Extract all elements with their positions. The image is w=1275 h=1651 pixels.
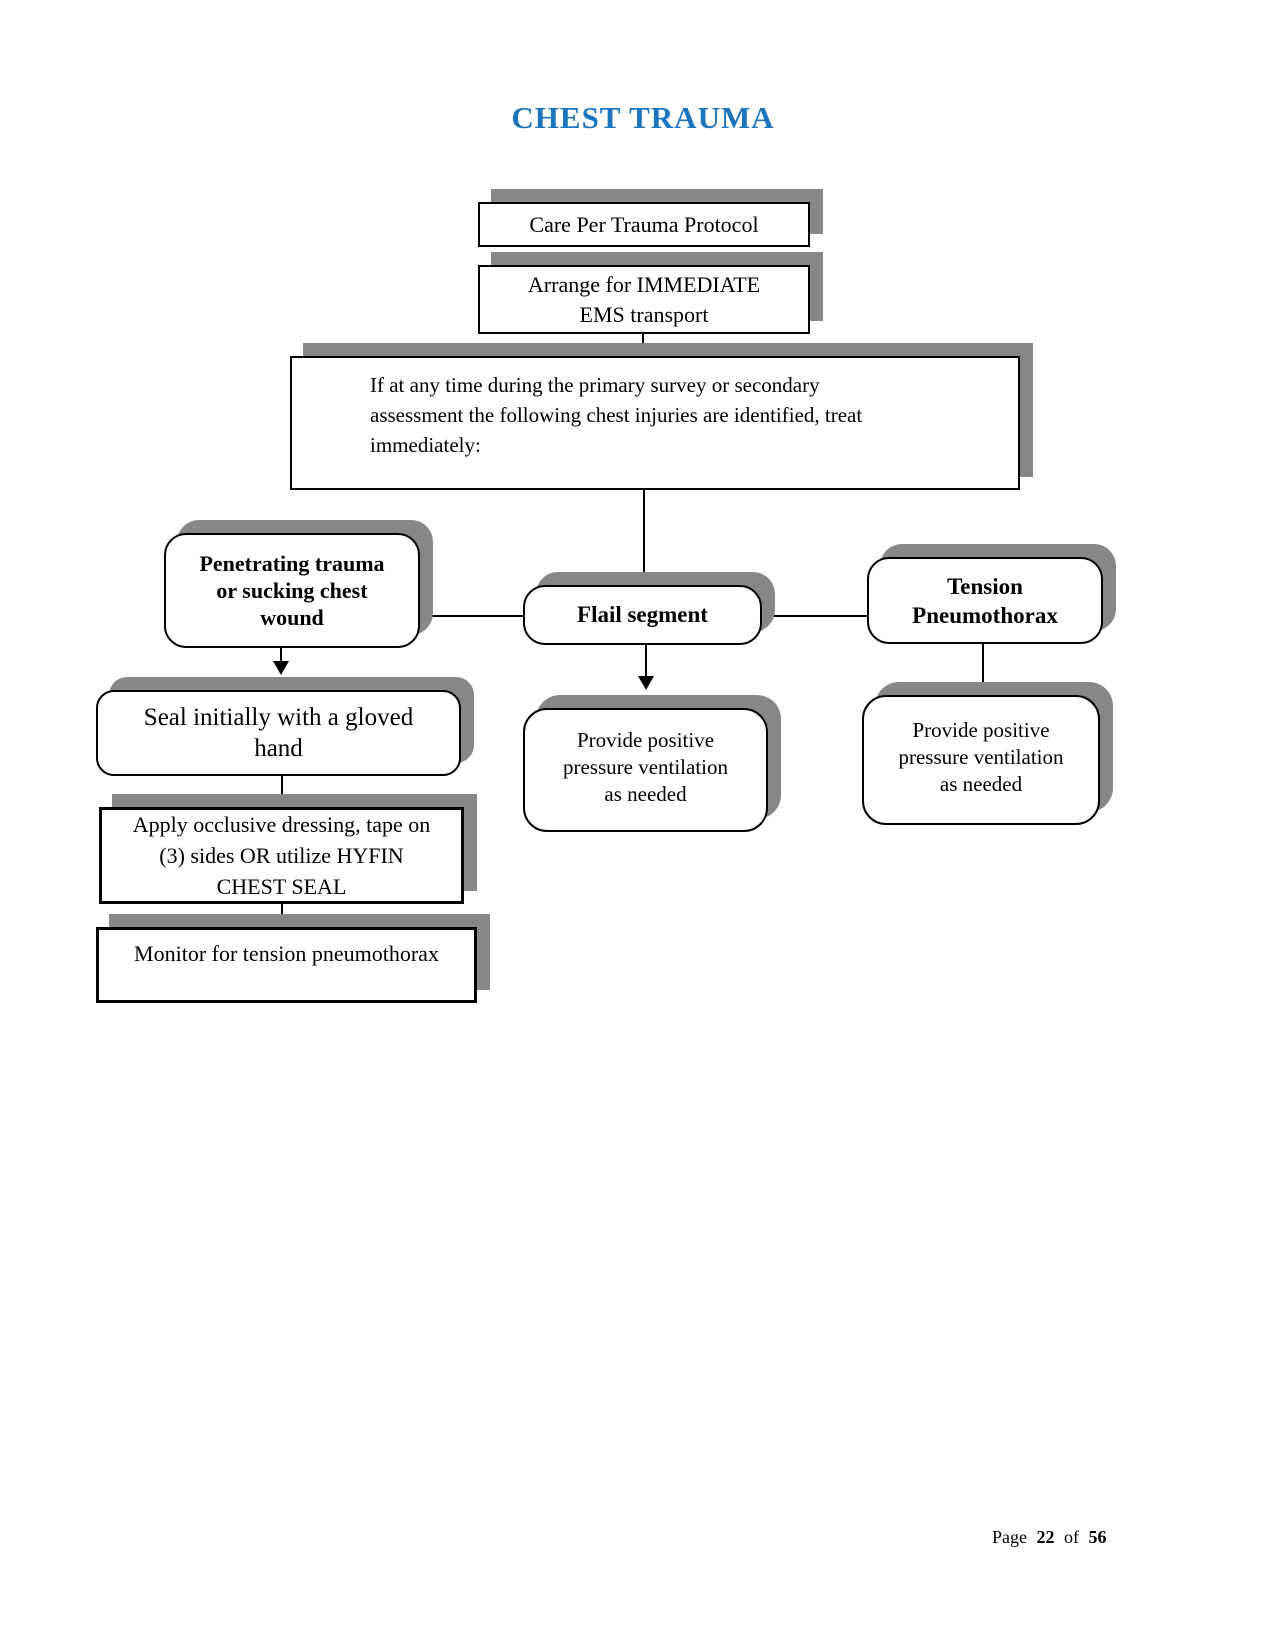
node-label: Provide positive pressure ventilation as…	[898, 718, 1064, 796]
node-label: If at any time during the primary survey…	[370, 373, 863, 457]
connector-seal-to-occlusive	[281, 776, 283, 808]
connector-penetrating-to-flail	[420, 615, 525, 617]
flowchart-node-monitor-tension-pneumothorax: Monitor for tension pneumothorax	[96, 927, 477, 1003]
page-title: CHEST TRAUMA	[511, 100, 775, 135]
flowchart-node-ppv-flail: Provide positive pressure ventilation as…	[523, 708, 768, 832]
connector-occlusive-to-monitor	[281, 904, 283, 929]
node-label: Seal initially with a gloved hand	[143, 704, 414, 762]
node-label: Penetrating trauma or sucking chest woun…	[199, 551, 385, 630]
node-label: Arrange for IMMEDIATE EMS transport	[527, 271, 761, 327]
node-label: Flail segment	[577, 602, 708, 627]
flowchart-node-penetrating-trauma: Penetrating trauma or sucking chest woun…	[164, 533, 420, 648]
flowchart-node-occlusive-dressing: Apply occlusive dressing, tape on (3) si…	[99, 807, 464, 904]
footer-of-label: of	[1064, 1527, 1079, 1547]
node-label: Monitor for tension pneumothorax	[134, 941, 439, 966]
footer-page-number: 22	[1036, 1527, 1055, 1547]
connector-flail-to-ppv	[645, 645, 647, 677]
connector-flail-to-tension	[760, 615, 869, 617]
page-footer: Page 22 of 56	[992, 1527, 1107, 1548]
footer-total-pages: 56	[1088, 1527, 1107, 1547]
node-label: Care Per Trauma Protocol	[529, 211, 759, 237]
connector-arrange-to-condition	[642, 334, 644, 358]
connector-penetrating-to-seal	[280, 648, 282, 663]
flowchart-node-tension-pneumothorax: Tension Pneumothorax	[867, 557, 1103, 644]
flowchart-node-ppv-tension: Provide positive pressure ventilation as…	[862, 695, 1100, 825]
connector-tension-to-ppv	[982, 642, 984, 696]
node-label: Provide positive pressure ventilation as…	[562, 728, 729, 806]
connector-condition-to-flail	[643, 490, 645, 587]
footer-page-label: Page	[992, 1527, 1027, 1547]
arrowhead-down-icon	[273, 661, 289, 675]
flowchart-node-arrange-ems-transport: Arrange for IMMEDIATE EMS transport	[478, 265, 810, 334]
flowchart-node-condition-statement: If at any time during the primary survey…	[290, 356, 1020, 490]
node-label: Tension Pneumothorax	[912, 573, 1058, 628]
node-label: Apply occlusive dressing, tape on (3) si…	[132, 812, 431, 899]
arrowhead-down-icon	[638, 676, 654, 690]
flowchart-node-flail-segment: Flail segment	[523, 585, 762, 645]
flowchart-node-care-per-trauma-protocol: Care Per Trauma Protocol	[478, 202, 810, 247]
flowchart-node-seal-gloved-hand: Seal initially with a gloved hand	[96, 690, 461, 776]
